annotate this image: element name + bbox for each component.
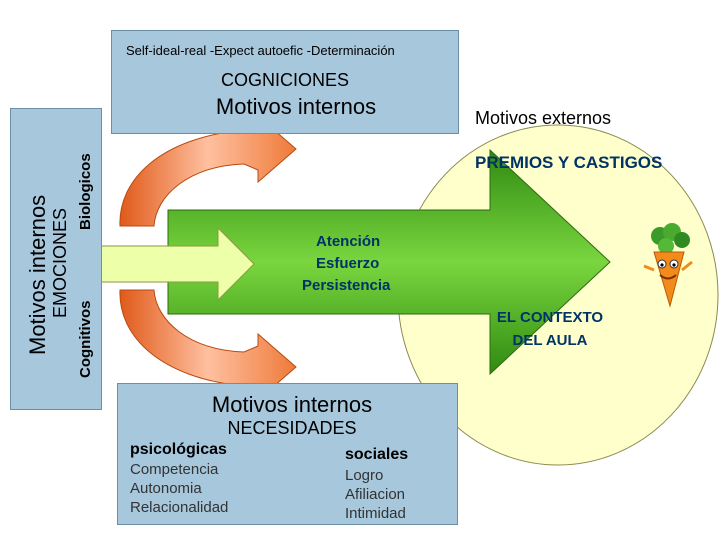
center-item-effort: Esfuerzo [316, 255, 380, 272]
external-title: Motivos externos [475, 108, 612, 128]
psych-item-relatedness: Relacionalidad [130, 499, 229, 516]
psych-heading: psicológicas [130, 441, 227, 458]
left-title: Motivos internos [25, 194, 50, 355]
rewards-label: PREMIOS Y CASTIGOS [475, 153, 663, 172]
left-cognitive: Cognitivos [77, 300, 94, 379]
cognitions-line: Self-ideal-real -Expect autoefic -Determ… [126, 43, 395, 58]
social-item-achievement: Logro [345, 467, 384, 484]
needs-box [117, 383, 458, 525]
psych-item-autonomy: Autonomia [130, 480, 202, 497]
center-item-attention: Atención [316, 233, 381, 250]
needs-title: Motivos internos [211, 392, 373, 417]
psych-item-competence: Competencia [130, 461, 219, 478]
left-emotions: EMOCIONES [50, 207, 70, 318]
social-heading: sociales [345, 446, 409, 463]
social-item-intimacy: Intimidad [345, 505, 406, 522]
cognitions-title: Motivos internos [215, 94, 377, 119]
left-biological: Biologicos [77, 153, 94, 230]
carrot-character-icon [643, 223, 693, 308]
social-item-affiliation: Afiliacion [345, 486, 406, 503]
central-green-arrow [167, 148, 611, 376]
context-label-1: EL CONTEXTO [496, 309, 604, 326]
needs-heading: NECESIDADES [227, 418, 357, 438]
center-item-persistence: Persistencia [302, 277, 391, 294]
context-label-2: DEL AULA [512, 332, 588, 349]
cognitions-box [111, 30, 459, 134]
emotions-box [10, 108, 102, 410]
curved-arrow-top [119, 114, 297, 227]
cognitions-heading: COGNICIONES [220, 70, 349, 90]
small-input-arrow [96, 226, 255, 302]
